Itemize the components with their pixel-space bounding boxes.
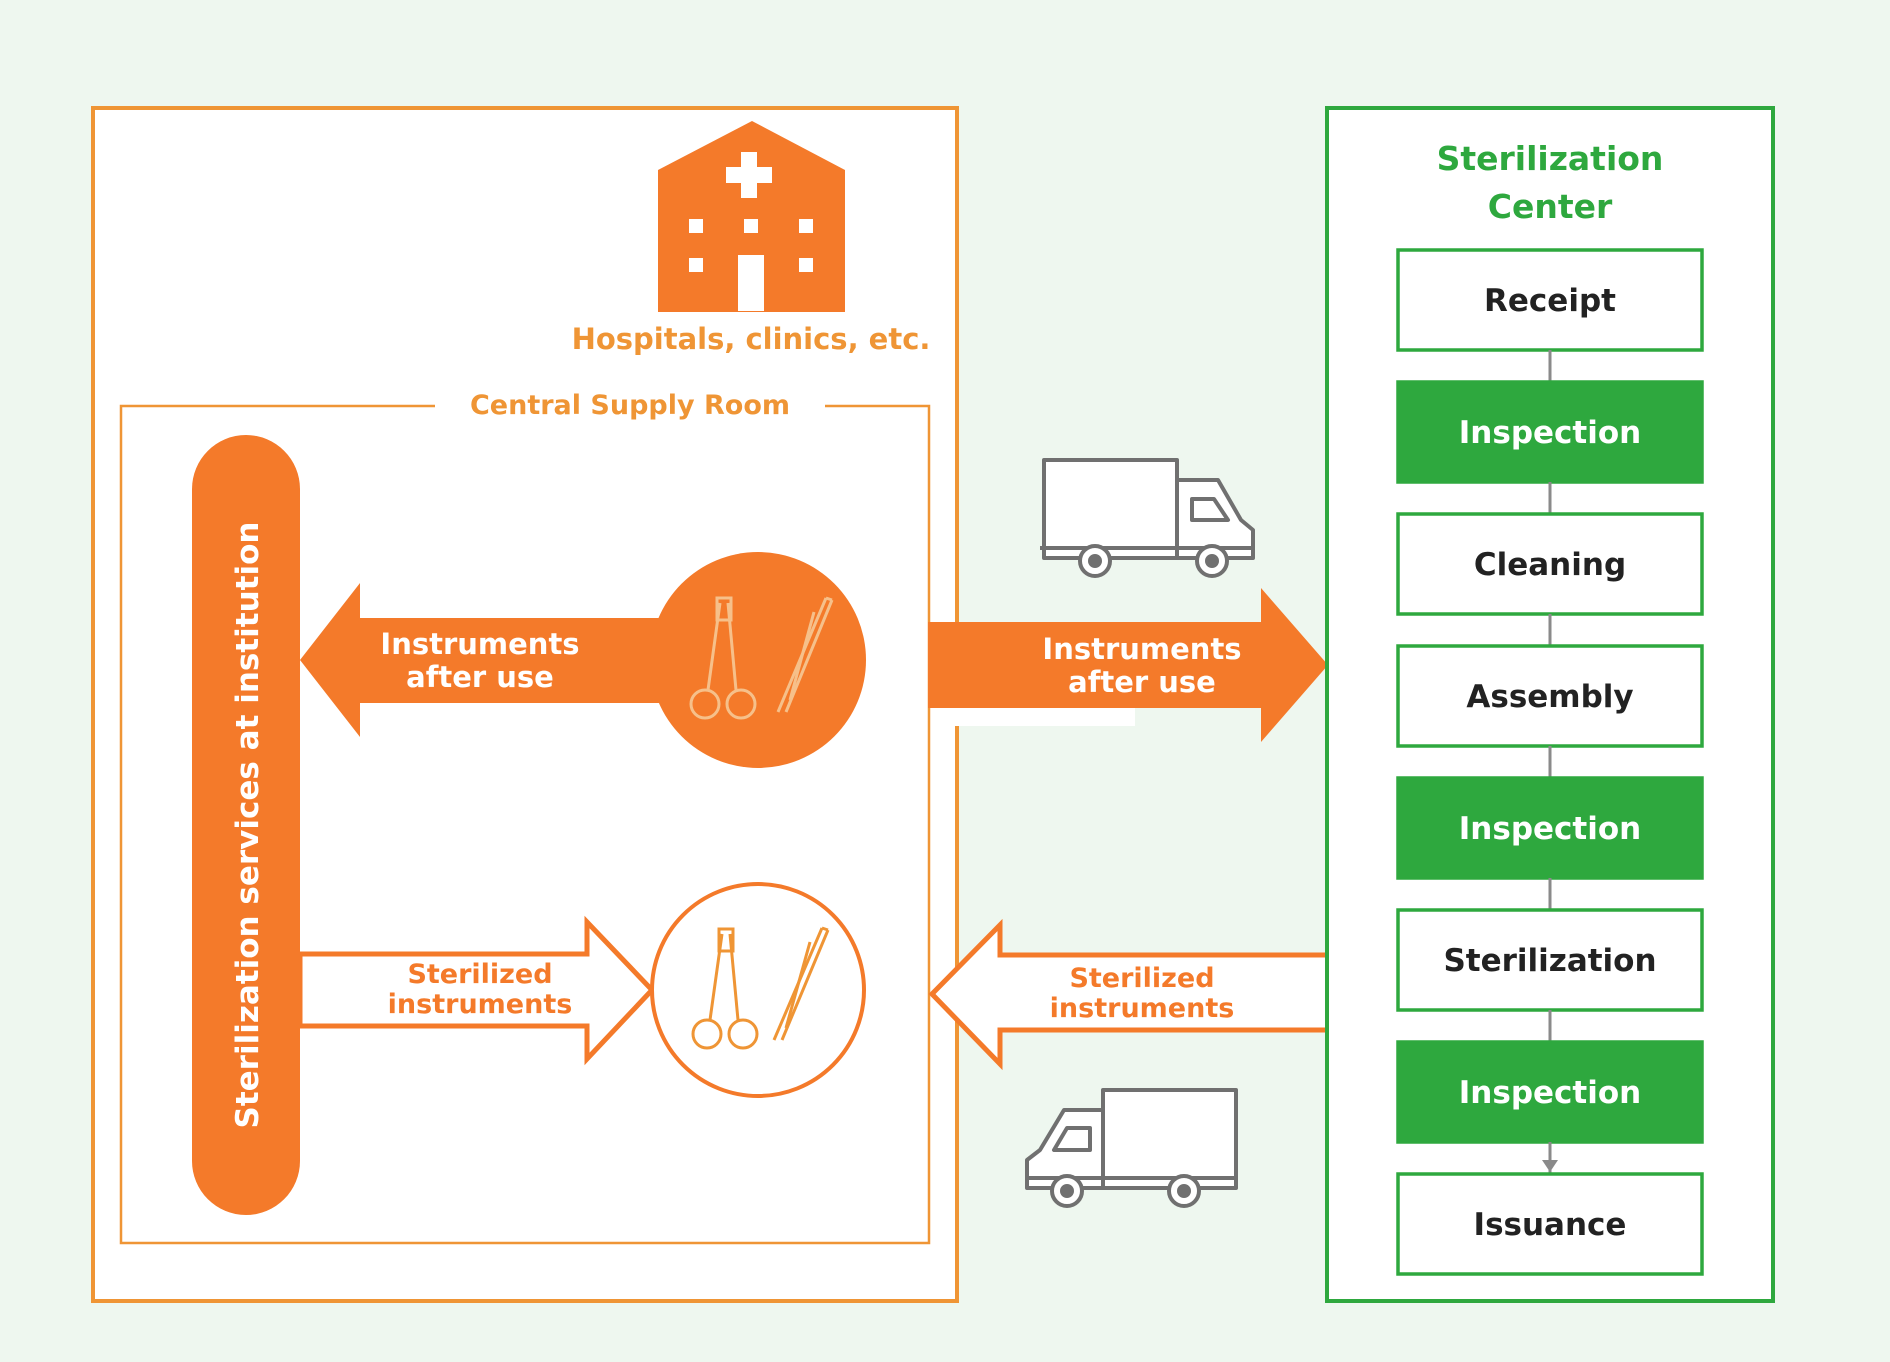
process-step-label: Receipt <box>1484 283 1616 319</box>
process-step-box <box>1396 512 1704 616</box>
used-instruments-icon <box>689 596 834 720</box>
outbound-transport-label-1: Instruments <box>1042 632 1241 666</box>
delivery-truck-icon-outbound <box>1040 458 1255 578</box>
process-step-box <box>1396 380 1704 484</box>
inbound-transport-label-1: Sterilized <box>1069 963 1214 994</box>
process-step-label: Sterilization <box>1443 943 1656 979</box>
outbound-transport-arrow <box>928 588 1328 742</box>
hospital-icon <box>658 121 845 312</box>
delivery-truck-icon-inbound <box>1025 1088 1238 1208</box>
process-step-label: Cleaning <box>1474 547 1626 583</box>
sterilized-instruments-icon <box>691 926 830 1050</box>
used-instruments-label-1: Instruments <box>380 627 579 661</box>
used-instruments-arrow <box>300 583 690 737</box>
central-supply-room-label: Central Supply Room <box>470 390 790 421</box>
inbound-transport-label-2: instruments <box>1050 993 1235 1024</box>
process-step-label: Inspection <box>1459 811 1641 847</box>
sterilized-instruments-arrow <box>297 915 656 1066</box>
sterilized-instruments-label-1: Sterilized <box>407 959 552 990</box>
process-step-box <box>1396 248 1704 352</box>
sterilization-service-bar-label: Sterilization services at institution <box>230 522 266 1129</box>
process-step-label: Inspection <box>1459 1075 1641 1111</box>
sterilization-center-title-1: Sterilization <box>1437 139 1664 178</box>
process-step-label: Issuance <box>1474 1207 1627 1243</box>
sterilized-instruments-circle <box>650 882 866 1098</box>
sterilization-center-title-2: Center <box>1488 187 1613 226</box>
central-supply-room-frame <box>119 404 931 1245</box>
process-step-label: Assembly <box>1466 679 1633 715</box>
process-step-box <box>1396 776 1704 880</box>
step-connector-arrowhead <box>1542 1160 1558 1172</box>
institution-caption: Hospitals, clinics, etc. <box>572 322 931 356</box>
process-step-box <box>1396 644 1704 748</box>
sterilization-service-bar <box>192 435 300 1215</box>
used-instruments-circle <box>650 552 866 768</box>
process-step-box <box>1396 1040 1704 1144</box>
used-instruments-label-2: after use <box>406 660 554 694</box>
process-steps: ReceiptInspectionCleaningAssemblyInspect… <box>1396 248 1704 1276</box>
process-step-box <box>1396 1172 1704 1276</box>
process-step-label: Inspection <box>1459 415 1641 451</box>
process-step-box <box>1396 908 1704 1012</box>
sterilized-instruments-label-2: instruments <box>388 989 573 1020</box>
outbound-transport-label-2: after use <box>1068 665 1216 699</box>
inbound-transport-arrow <box>928 918 1331 1071</box>
